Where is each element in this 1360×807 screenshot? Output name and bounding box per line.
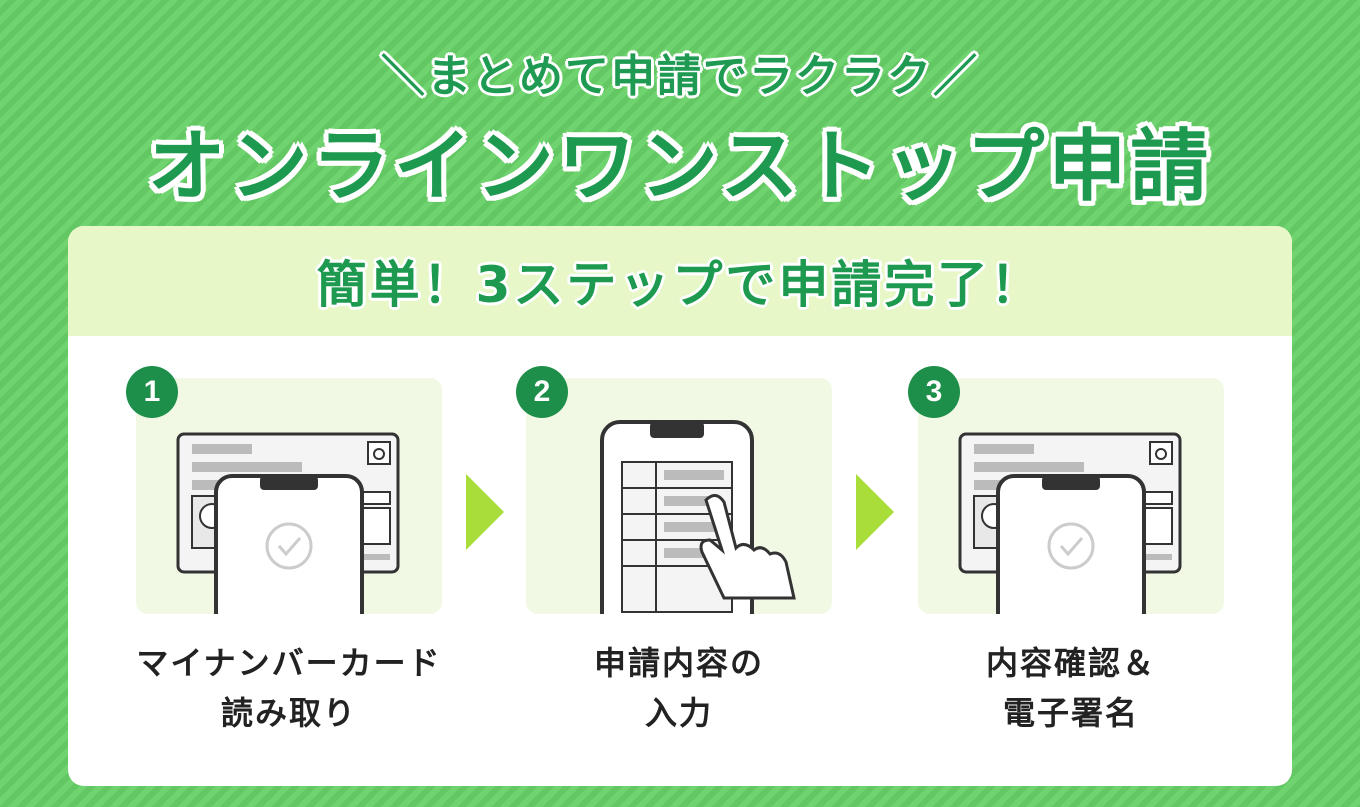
- step-illustration-panel: [526, 378, 832, 614]
- step-1: 1 マイナンバーカード 読み取り: [126, 366, 442, 738]
- step-number-badge: 2: [516, 366, 568, 418]
- step-label-line-2: 読み取り: [220, 694, 357, 732]
- steps-card: 簡単！3ステップで申請完了！ 1 マイ: [68, 226, 1292, 786]
- step-label-line-2: 入力: [644, 694, 713, 732]
- page-title: オンラインワンストップ申請: [147, 122, 1213, 212]
- phone-input-illustration: [600, 420, 796, 614]
- step-label: 内容確認＆ 電子署名: [918, 638, 1224, 738]
- step-label-line-1: 内容確認＆: [985, 644, 1156, 682]
- step-number-badge: 1: [126, 366, 178, 418]
- step-illustration-panel: [918, 378, 1224, 614]
- step-number-badge: 3: [908, 366, 960, 418]
- step-3: 3 内容確認＆ 電子署名: [908, 366, 1224, 738]
- step-label: マイナンバーカード 読み取り: [136, 638, 442, 738]
- arrow-right-icon: [466, 474, 504, 550]
- step-label-line-1: マイナンバーカード: [136, 644, 442, 682]
- step-2: 2 申請内容の 入力: [516, 366, 832, 738]
- step-label-line-2: 電子署名: [1002, 694, 1139, 732]
- step-illustration-panel: [136, 378, 442, 614]
- step-label: 申請内容の 入力: [526, 638, 832, 738]
- step-label-line-1: 申請内容の: [593, 644, 764, 682]
- steps-banner: 簡単！3ステップで申請完了！: [68, 226, 1292, 336]
- arrow-right-icon: [856, 474, 894, 550]
- header-subtitle: ＼まとめて申請でラクラク／: [381, 51, 979, 102]
- card-scan-illustration: [176, 432, 400, 614]
- card-scan-illustration: [958, 432, 1182, 614]
